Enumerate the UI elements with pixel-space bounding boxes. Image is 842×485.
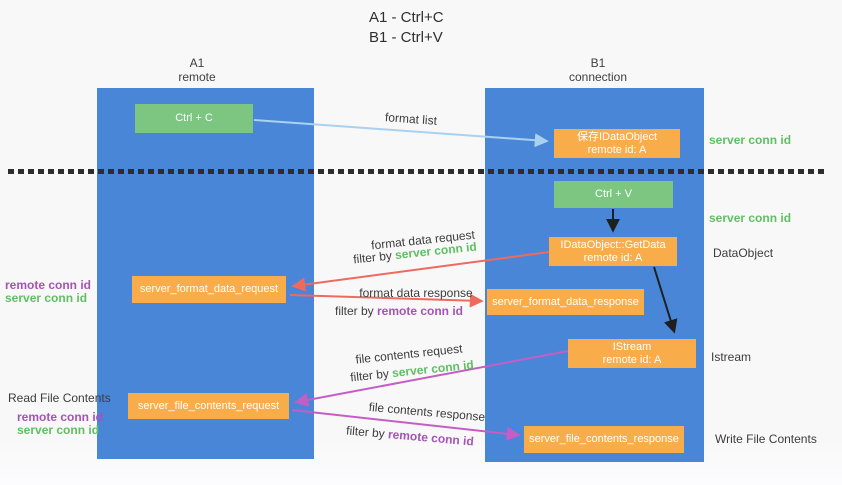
server-file-contents-request-node: server_file_contents_request	[128, 393, 289, 419]
left-column-name: A1	[189, 56, 205, 70]
getdata-line1: IDataObject::GetData	[560, 238, 666, 251]
ctrl-c-label: Ctrl + C	[175, 112, 213, 124]
server-format-data-request-label: server_format_data_request	[139, 283, 279, 295]
getdata-node: IDataObject::GetData remote id: A	[549, 237, 677, 266]
istream-annotation: Istream	[711, 350, 752, 364]
server-format-data-response-node: server_format_data_response	[487, 289, 644, 315]
filter-by-text: filter by	[349, 366, 393, 385]
save-dataobject-line2: remote id: A	[587, 143, 647, 156]
left-column-header: A1 remote	[178, 56, 215, 84]
server-format-data-response-label: server_format_data_response	[492, 295, 639, 308]
save-dataobject-line1: 保存IDataObject	[576, 130, 658, 143]
file-contents-response-filter-label: filter by remote conn id	[346, 423, 475, 448]
format-list-label: format list	[384, 110, 438, 128]
write-file-contents-annotation: Write File Contents	[715, 432, 817, 446]
ctrl-v-label: Ctrl + V	[595, 188, 632, 200]
right-column-subtitle: connection	[568, 70, 628, 84]
right-column-name: B1	[590, 56, 606, 70]
save-dataobject-node: 保存IDataObject remote id: A	[554, 129, 680, 158]
server-conn-id-annotation: server conn id	[17, 423, 100, 437]
server-conn-id-annotation: server conn id	[5, 291, 88, 305]
filter-by-text: filter by	[345, 423, 389, 442]
server-conn-id-annotation-top: server conn id	[709, 133, 792, 147]
copy-paste-divider-line	[8, 169, 825, 174]
remote-conn-id-annotation: remote conn id	[5, 278, 92, 292]
format-data-response-label: format data response	[359, 286, 473, 300]
istream-line1: IStream	[612, 340, 652, 353]
left-column-subtitle: remote	[178, 70, 216, 84]
remote-conn-id-key: remote conn id	[377, 304, 464, 318]
server-file-contents-response-label: server_file_contents_response	[529, 433, 679, 445]
title-line-2: B1 - Ctrl+V	[369, 29, 443, 46]
diagram-title: A1 - Ctrl+C B1 - Ctrl+V	[369, 8, 444, 48]
server-format-data-request-node: server_format_data_request	[132, 276, 286, 303]
server-conn-id-annotation-mid: server conn id	[709, 211, 792, 225]
read-file-contents-annotation: Read File Contents	[8, 391, 111, 405]
remote-conn-id-key: remote conn id	[387, 427, 475, 449]
right-column-header: B1 connection	[569, 56, 627, 84]
remote-conn-id-annotation: remote conn id	[17, 410, 104, 424]
server-file-contents-response-node: server_file_contents_response	[524, 426, 684, 453]
dataobject-annotation: DataObject	[713, 246, 774, 260]
filter-by-text: filter by	[334, 304, 377, 318]
istream-node: IStream remote id: A	[568, 339, 696, 368]
ctrl-c-node: Ctrl + C	[135, 104, 253, 133]
file-contents-response-label: file contents response	[368, 399, 486, 425]
title-line-1: A1 - Ctrl+C	[369, 9, 444, 26]
getdata-line2: remote id: A	[583, 251, 643, 264]
istream-line2: remote id: A	[602, 353, 662, 366]
left-conn-id-annotations-mid: remote conn id server conn id	[5, 278, 92, 305]
format-data-response-filter-label: filter by remote conn id	[335, 304, 463, 318]
left-conn-id-annotations-bottom: remote conn id server conn id	[17, 410, 104, 437]
server-file-contents-request-label: server_file_contents_request	[137, 399, 280, 412]
filter-by-text: filter by	[352, 248, 396, 267]
ctrl-v-node: Ctrl + V	[554, 181, 673, 208]
